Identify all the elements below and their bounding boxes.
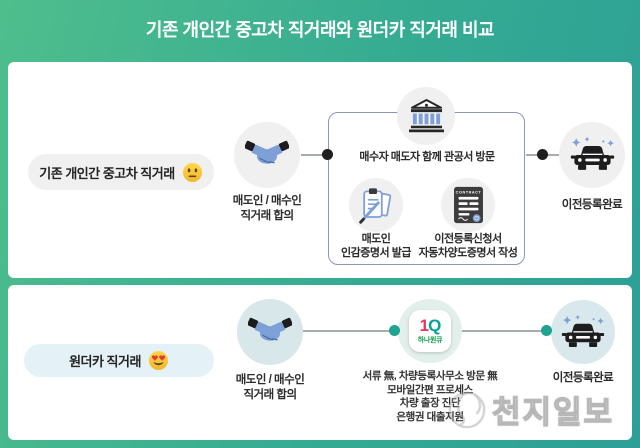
seal-certificate-label: 매도인 인감증명서 발급 bbox=[341, 233, 411, 260]
old-row-title-pill: 기존 개인간 중고차 직거래 bbox=[28, 154, 214, 190]
wonder-agreement-circle bbox=[237, 299, 303, 365]
hana-app-name: 하나원큐 bbox=[417, 337, 443, 344]
wonder-feature-list: 서류 無, 차량등록사무소 방문 無 모바일간편 프로세스 차량 출장 진단 은… bbox=[330, 370, 530, 424]
connector-dot bbox=[389, 325, 400, 336]
connector-dot bbox=[541, 325, 552, 336]
feature-item: 모바일간편 프로세스 bbox=[387, 383, 473, 396]
transfer-docs-circle: CONTRACT bbox=[441, 178, 495, 232]
transfer-docs-label: 이전등록신청서 자동차양도증명서 작성 bbox=[418, 233, 518, 260]
contract-icon: CONTRACT bbox=[453, 186, 483, 224]
feature-item: 은행권 대출지원 bbox=[396, 410, 464, 423]
old-transaction-card: 기존 개인간 중고차 직거래 bbox=[8, 62, 632, 278]
wonder-transaction-card: 원더카 직거래 bbox=[8, 285, 632, 440]
watermark-text: 천지일보 bbox=[491, 394, 615, 430]
connector-line bbox=[462, 330, 551, 332]
connector-line bbox=[301, 154, 328, 156]
wonder-row-title: 원더카 직거래 bbox=[69, 354, 141, 369]
wonder-row-title-pill: 원더카 직거래 bbox=[24, 344, 214, 377]
neutral-face-emoji-icon bbox=[182, 162, 202, 182]
government-office-circle bbox=[397, 87, 455, 145]
old-done-circle bbox=[559, 122, 625, 188]
connector-line bbox=[303, 330, 398, 332]
connector-dot bbox=[322, 149, 333, 160]
feature-item: 서류 無, 차량등록사무소 방문 無 bbox=[362, 370, 498, 382]
feature-item: 차량 출장 진단 bbox=[399, 397, 461, 409]
bank-building-icon bbox=[408, 99, 444, 133]
page-title: 기존 개인간 중고차 직거래와 원더카 직거래 비교 bbox=[145, 20, 495, 40]
clipboard-pen-icon bbox=[358, 187, 391, 224]
news-watermark: 천지일보 bbox=[446, 387, 614, 432]
contract-header-text: CONTRACT bbox=[455, 191, 481, 195]
wonder-done-circle bbox=[551, 300, 615, 364]
hana-logo-q: Q bbox=[428, 316, 441, 335]
seal-certificate-circle bbox=[349, 178, 403, 232]
office-visit-label: 매수자 매도자 함께 관공서 방문 bbox=[359, 151, 495, 163]
old-row-title: 기존 개인간 중고차 직거래 bbox=[39, 165, 175, 181]
car-sparkle-icon bbox=[570, 136, 614, 170]
connector-dot bbox=[537, 149, 548, 160]
handshake-icon bbox=[248, 317, 292, 341]
hana-logo-1: 1 bbox=[419, 316, 430, 335]
car-sparkle-icon bbox=[561, 313, 605, 347]
hana-1q-app-icon: 1Q 하나원큐 bbox=[409, 310, 451, 352]
old-agreement-circle bbox=[234, 122, 300, 188]
old-done-label: 이전등록완료 bbox=[561, 199, 623, 211]
hana-app-circle: 1Q 하나원큐 bbox=[398, 299, 462, 363]
wonder-agreement-label: 매도인 / 매수인 직거래 합의 bbox=[235, 374, 305, 401]
hana-1q-logo: 1Q bbox=[419, 316, 442, 335]
newspaper-watermark-logo-icon bbox=[448, 391, 486, 428]
handshake-icon bbox=[245, 140, 289, 164]
wonder-done-label: 이전등록완료 bbox=[552, 372, 614, 384]
old-agreement-label: 매도인 / 매수인 직거래 합의 bbox=[232, 195, 302, 222]
heart-eyes-emoji-icon bbox=[148, 350, 168, 371]
